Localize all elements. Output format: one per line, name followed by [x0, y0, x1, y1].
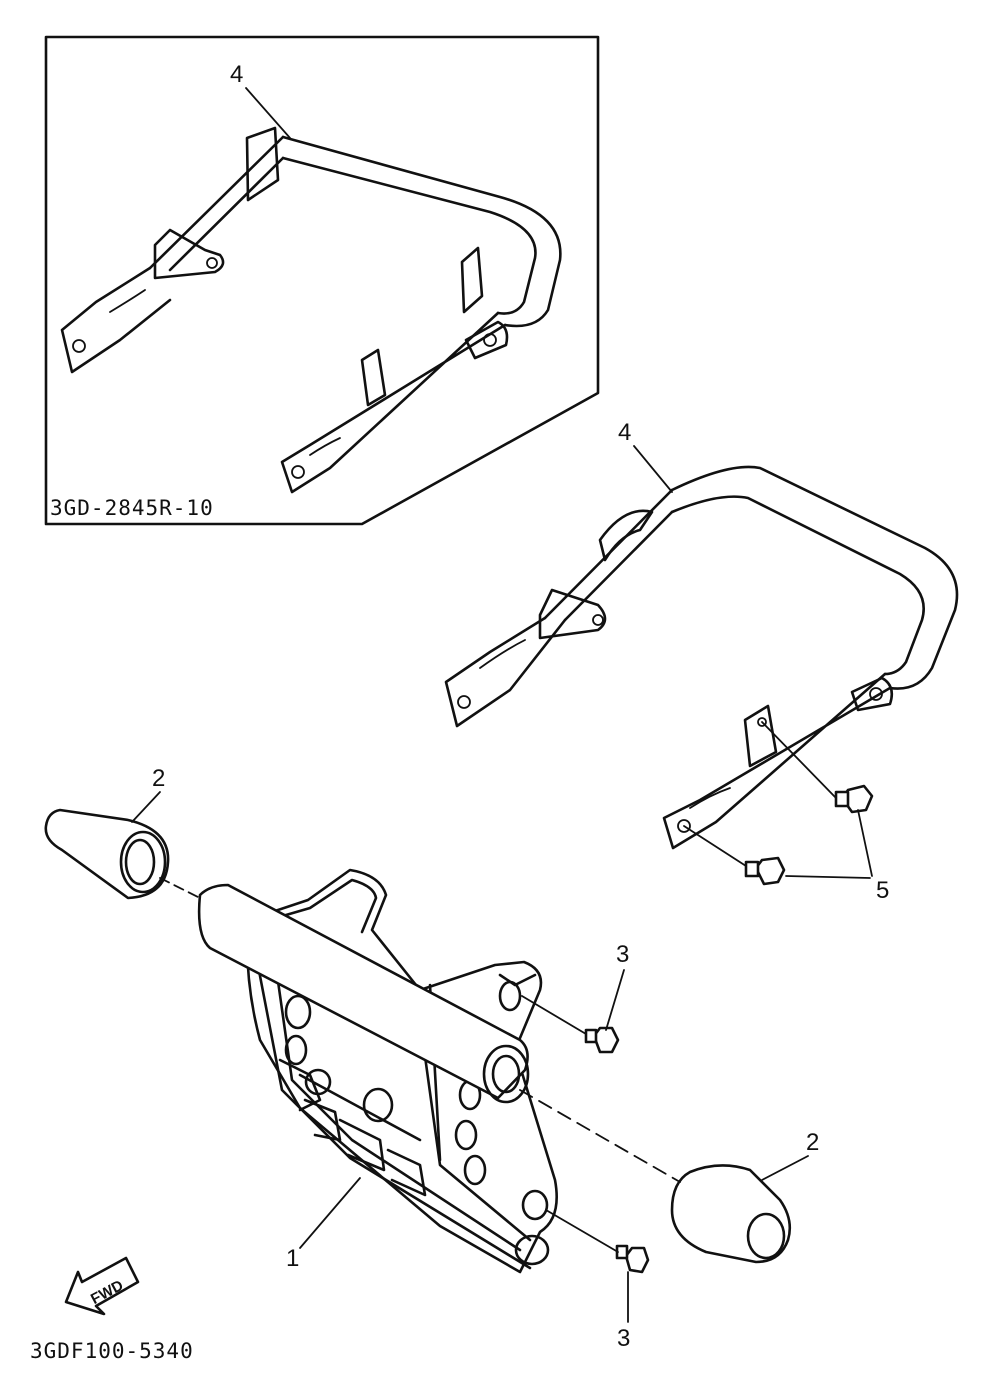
bolt-upper-5 — [761, 721, 874, 814]
bumper-left — [44, 808, 170, 900]
callout-5: 5 — [876, 877, 889, 904]
inset-leader-4 — [245, 87, 291, 139]
callout-2-left: 2 — [152, 765, 165, 792]
leader-5 — [785, 809, 873, 879]
guard-rail — [444, 465, 959, 850]
inset-part-code: 3GD-2845R-10 — [50, 496, 214, 520]
callout-1: 1 — [286, 1245, 299, 1272]
inset-callout-4: 4 — [230, 61, 243, 88]
inset-guard-rail — [60, 126, 562, 494]
inset-panel: 3GD-2845R-10 4 — [44, 35, 600, 526]
callout-3-bottom: 3 — [617, 1325, 630, 1352]
axis-line-right — [519, 1089, 681, 1183]
bracket-assembly — [197, 868, 558, 1274]
guard-callout-4: 4 — [618, 419, 631, 446]
fwd-arrow-icon: FWD — [64, 1256, 140, 1316]
guard-leader-4 — [633, 445, 673, 493]
leader-2-right — [761, 1155, 809, 1181]
leader-1 — [299, 1177, 361, 1249]
leader-3-top — [605, 969, 625, 1031]
inset-frame — [44, 35, 600, 526]
bolt-lower-3 — [545, 1209, 650, 1274]
diagram-code: 3GDF100-5340 — [30, 1339, 194, 1363]
axis-line-left — [159, 877, 201, 899]
leader-2-left — [131, 791, 161, 823]
callout-2-right: 2 — [806, 1129, 819, 1156]
bolt-upper-3 — [521, 995, 620, 1054]
callout-3-top: 3 — [616, 941, 629, 968]
bumper-right — [670, 1164, 792, 1264]
bolt-lower-5 — [683, 825, 786, 886]
